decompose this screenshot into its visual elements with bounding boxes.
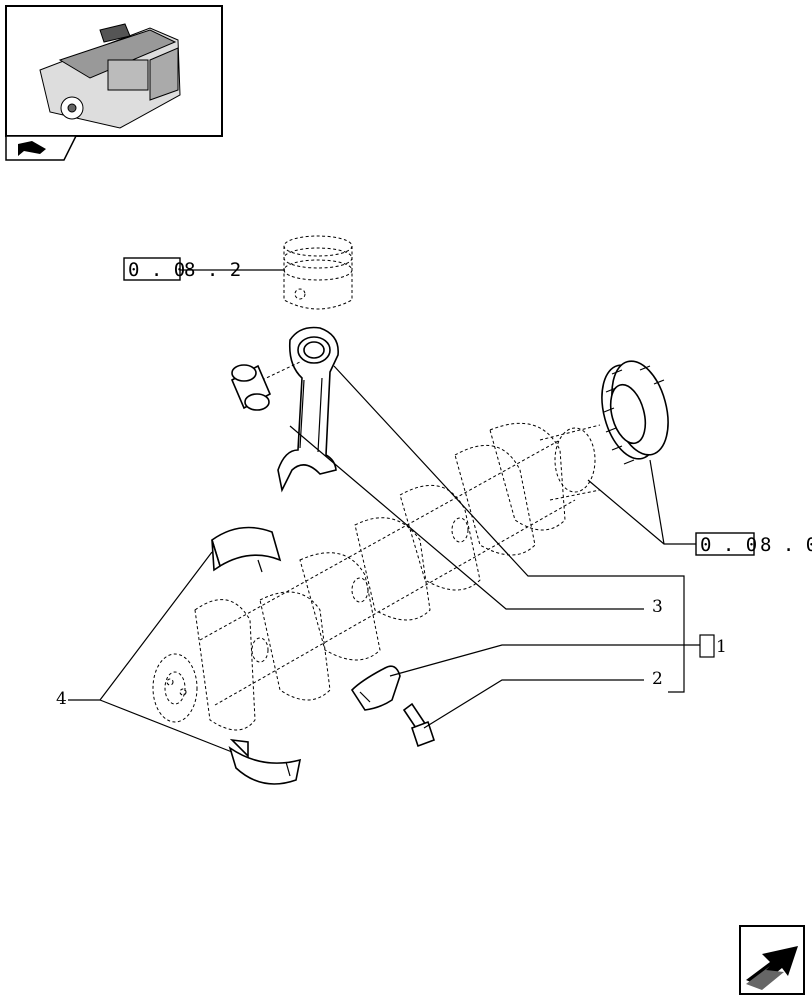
engine-thumbnail-icon — [39, 23, 181, 129]
callout-1-text: 1 — [716, 637, 727, 657]
crankshaft — [152, 422, 601, 731]
model-arrow-icon — [18, 141, 46, 156]
cap-bolt — [402, 702, 436, 748]
ref-rest-text: 8 . 0 — [760, 534, 812, 556]
piston-section-ref[interactable]: 0 . 0 8 . 2 — [123, 257, 241, 281]
leader-lines — [68, 269, 700, 753]
timing-gear — [601, 360, 669, 465]
next-page-arrow-icon — [746, 946, 798, 990]
ref-boxed-text: 0 . 0 — [128, 259, 185, 281]
ref-boxed-text: 0 . 0 — [700, 534, 757, 556]
engine-thumbnail[interactable] — [5, 5, 223, 161]
callout-3-text: 3 — [652, 597, 663, 617]
connecting-rod — [261, 326, 339, 493]
ref-rest-text: 8 . 2 — [184, 259, 241, 281]
piston-pin-bushing — [230, 364, 272, 411]
main-bearing-shell-lower — [228, 738, 302, 785]
callout-4-text: 4 — [56, 689, 67, 709]
callout-1: 1 — [699, 634, 727, 658]
piston — [283, 235, 353, 310]
rod-bearing-shell — [350, 665, 401, 711]
next-page-button[interactable] — [739, 925, 805, 995]
callout-2-text: 2 — [652, 669, 663, 689]
main-bearing-shell-upper — [211, 526, 282, 573]
gear-section-ref[interactable]: 0 . 0 8 . 0 — [695, 532, 812, 556]
